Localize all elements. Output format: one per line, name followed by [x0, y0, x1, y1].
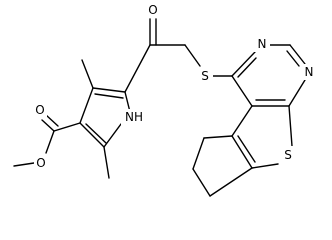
bond-c2-ketone: [124, 44, 151, 93]
bond-c3-c4: [79, 87, 94, 124]
bond-n1-c2prime: [289, 44, 306, 65]
bond-c7a-n1: [288, 79, 306, 107]
atom-labels: O S N N NH S O O: [33, 2, 317, 171]
molecule-diagram: O S N N NH S O O: [13, 2, 317, 197]
bond-c4-estercarbon: [53, 122, 81, 132]
bond-c7b-s: [251, 163, 279, 169]
bond-ch2b-ch2c: [192, 168, 211, 197]
ester-carbonyl-oxygen-label: O: [35, 103, 44, 117]
bond-ch2a-ch2b: [192, 137, 205, 170]
pyrimidine-nitrogen-right-label: N: [305, 65, 314, 79]
pyrrole-nitrogen-label: NH: [125, 110, 143, 124]
bond-n3-c4prime-double: [237, 57, 257, 78]
bond-c4-c5: [79, 122, 105, 148]
bond-ester-c-o: [45, 130, 55, 154]
thiophene-sulfur-label: S: [284, 148, 292, 162]
bond-c3-methyl: [81, 59, 94, 89]
structure-svg: O S N N NH S O O: [13, 2, 317, 197]
ester-ether-oxygen-label: O: [36, 156, 45, 170]
carbonyl-oxygen-label: O: [148, 3, 157, 17]
bond-c4b-c7b-double: [237, 135, 256, 163]
bond-c5-methyl: [103, 146, 110, 179]
bond-s-c7a: [288, 105, 293, 147]
thioether-sulfur-label: S: [201, 69, 209, 83]
bond-n1-c2prime-double: [286, 50, 300, 67]
bond-c4prime-c4a: [231, 75, 253, 107]
bond-c4a-c4b: [231, 105, 253, 137]
pyrimidine-nitrogen-top-label: N: [258, 37, 267, 51]
bonds: [13, 18, 306, 197]
bond-ch2-s: [184, 44, 201, 67]
bond-c4b-c7b: [231, 135, 253, 169]
bond-c4b-ch2a: [203, 135, 233, 139]
bond-ester-o-methyl: [13, 162, 35, 167]
bond-c2-c3: [92, 87, 126, 93]
bond-ester-co-double: [45, 114, 59, 127]
bond-n3-c4prime: [231, 51, 256, 77]
bond-c2-c3-double: [94, 93, 124, 99]
bond-c4-c5-double: [85, 123, 107, 144]
bond-ester-co: [41, 119, 55, 132]
bond-c5-n1: [103, 123, 122, 148]
bond-ch2c-c7b: [209, 167, 253, 197]
bond-n1-c2: [124, 91, 131, 113]
